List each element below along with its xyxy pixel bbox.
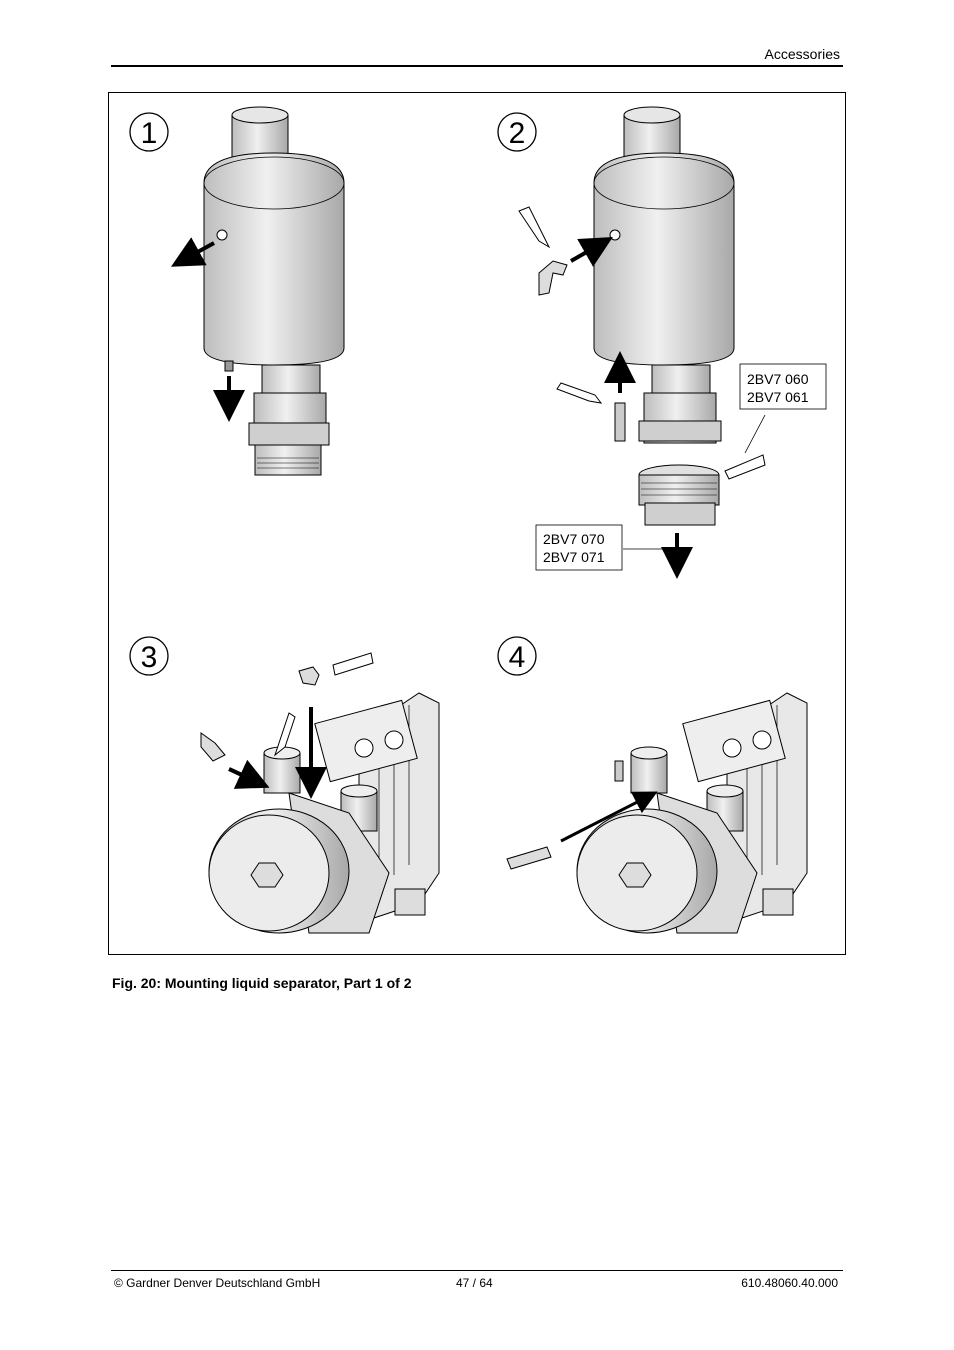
- step-3-circle: [129, 636, 169, 676]
- step-1-circle: [129, 112, 169, 152]
- mounting-illustration: 1 2: [129, 106, 827, 934]
- step-1-number: 1: [141, 117, 158, 150]
- footer-doc-number: 610.48060.40.000: [741, 1276, 838, 1290]
- figure-caption: Fig. 20: Mounting liquid separator, Part…: [112, 975, 412, 991]
- label-lower-line-1: 2BV7 070: [543, 531, 605, 547]
- figure-frame: 1 2: [108, 92, 846, 955]
- step-2-number: 2: [509, 117, 526, 150]
- step-2-panel: 2 2BV7 060 2BV7 061 2BV7 070 2BV7: [497, 106, 827, 579]
- step-1-panel: 1: [129, 106, 345, 476]
- step-4-circle: [497, 636, 537, 676]
- header-section-title: Accessories: [764, 46, 840, 62]
- step-3-panel: 3: [129, 636, 440, 934]
- label-box-upper: [739, 363, 827, 410]
- label-lower-line-2: 2BV7 071: [543, 549, 605, 565]
- footer-page-number: 47 / 64: [456, 1276, 493, 1290]
- step-4-number: 4: [509, 641, 526, 674]
- step-3-number: 3: [141, 641, 158, 674]
- label-upper-line-2: 2BV7 061: [747, 389, 809, 405]
- step-4-panel: 4: [497, 636, 808, 934]
- step-2-circle: [497, 112, 537, 152]
- label-box-lower: [535, 524, 623, 571]
- label-upper-line-1: 2BV7 060: [747, 371, 809, 387]
- footer-rule: [111, 1270, 843, 1271]
- header-rule: [111, 65, 843, 67]
- footer-copyright: © Gardner Denver Deutschland GmbH: [114, 1276, 321, 1290]
